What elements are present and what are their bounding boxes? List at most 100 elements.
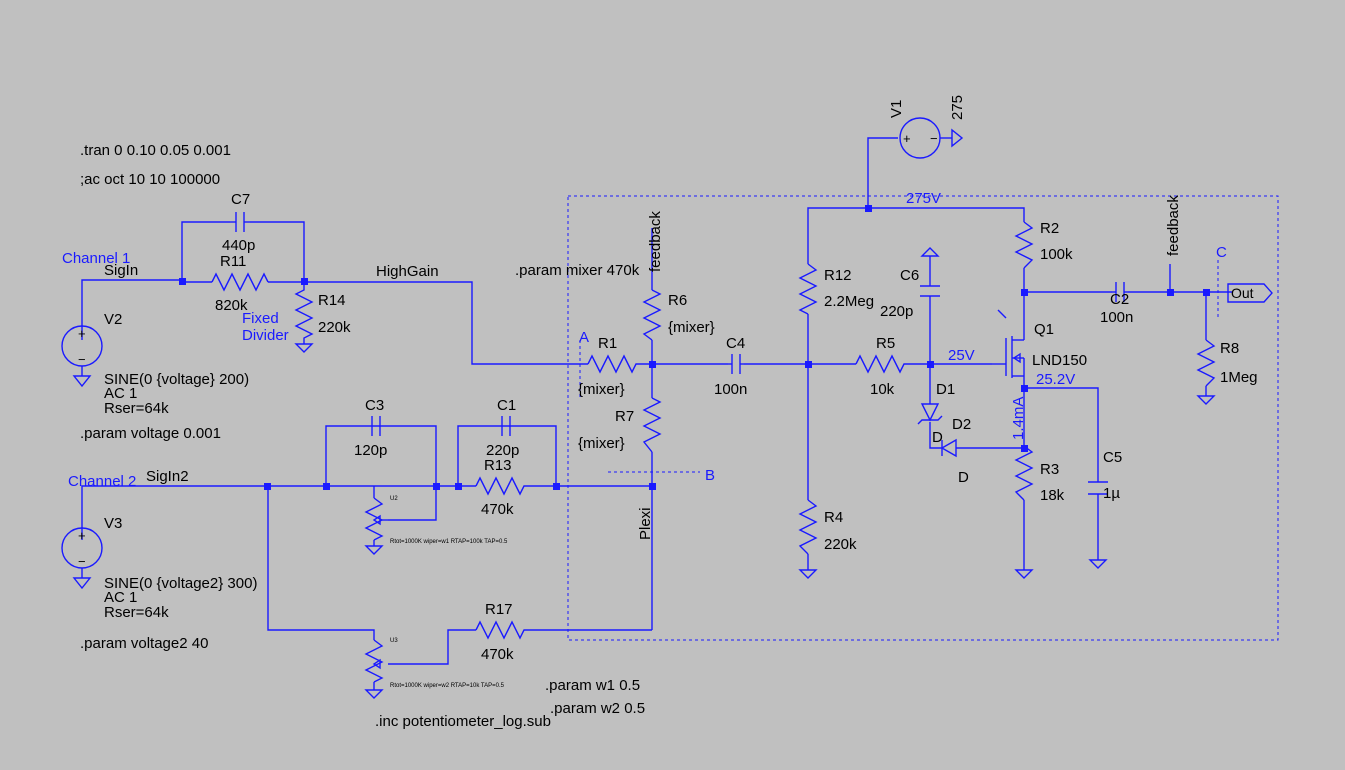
capacitor-c5[interactable]	[1088, 481, 1108, 569]
v25-note: 25V	[948, 347, 975, 364]
r6-name: R6	[668, 292, 687, 309]
point-a-note: A	[579, 329, 589, 346]
c7-value: 440p	[222, 237, 255, 254]
c1-value: 220p	[486, 442, 519, 459]
stage-boundary-box	[567, 195, 1279, 641]
svg-text:−: −	[78, 554, 86, 569]
r8-value: 1Meg	[1220, 369, 1258, 386]
resistor-r6[interactable]	[642, 289, 662, 341]
c2-value: 100n	[1100, 309, 1133, 326]
r14-value: 220k	[318, 319, 351, 336]
voltage-source-v3[interactable]: + −	[61, 527, 103, 590]
capacitor-c2[interactable]	[1112, 282, 1128, 302]
point-c-note: C	[1216, 244, 1227, 261]
out-port-label: Out	[1231, 285, 1254, 301]
r13-name: R13	[484, 457, 512, 474]
resistor-r17[interactable]	[475, 620, 526, 640]
r14-name: R14	[318, 292, 346, 309]
svg-text:+: +	[903, 131, 911, 146]
ac-directive[interactable]: ;ac oct 10 10 100000	[80, 171, 220, 188]
resistor-r1[interactable]	[587, 354, 638, 374]
net-sigin2: SigIn2	[146, 468, 189, 485]
r11-name: R11	[220, 253, 246, 270]
net-feedback-2: feedback	[1165, 195, 1182, 256]
r12-name: R12	[824, 267, 852, 284]
r1-value: {mixer}	[578, 381, 625, 398]
resistor-r8[interactable]	[1196, 339, 1216, 405]
capacitor-c3[interactable]	[371, 416, 381, 436]
capacitor-c1[interactable]	[501, 416, 511, 436]
potentiometer-u2[interactable]	[364, 497, 388, 555]
r8-name: R8	[1220, 340, 1239, 357]
c6-name: C6	[900, 267, 919, 284]
r17-name: R17	[485, 601, 513, 618]
param-w1-directive[interactable]: .param w1 0.5	[545, 677, 640, 694]
c5-value: 1µ	[1103, 485, 1120, 502]
resistor-r5[interactable]	[855, 354, 906, 374]
u2-value: Rtot=1000K wiper=w1 RTAP=100k TAP=0.5	[390, 539, 508, 545]
d2-name: D2	[952, 416, 971, 433]
param-w2-directive[interactable]: .param w2 0.5	[550, 700, 645, 717]
diode-d1[interactable]	[917, 403, 943, 425]
r2-value: 100k	[1040, 246, 1073, 263]
r11-value: 820k	[215, 297, 248, 314]
resistor-r12[interactable]	[798, 263, 818, 315]
channel1-note: Channel 1	[62, 250, 130, 267]
param-voltage2-directive[interactable]: .param voltage2 40	[80, 635, 208, 652]
svg-text:−: −	[78, 352, 86, 367]
r3-value: 18k	[1040, 487, 1065, 504]
c5-name: C5	[1103, 449, 1122, 466]
tran-directive[interactable]: .tran 0 0.10 0.05 0.001	[80, 142, 231, 159]
resistor-r14[interactable]	[294, 282, 314, 353]
d2-value: D	[958, 469, 969, 486]
divider-note: Divider	[242, 327, 289, 344]
u3-name: U3	[390, 638, 398, 644]
output-port[interactable]: Out	[1227, 283, 1273, 303]
diode-d2[interactable]	[940, 438, 957, 458]
c1-name: C1	[497, 397, 516, 414]
voltage-source-v1[interactable]: + −	[899, 117, 964, 159]
r17-value: 470k	[481, 646, 514, 663]
r5-value: 10k	[870, 381, 895, 398]
mosfet-q1[interactable]	[997, 309, 1025, 378]
param-mixer-directive[interactable]: .param mixer 470k	[515, 262, 640, 279]
current-note: 1.4mA	[1010, 397, 1027, 440]
v3-name: V3	[104, 515, 122, 532]
inc-directive[interactable]: .inc potentiometer_log.sub	[375, 713, 551, 730]
svg-text:+: +	[78, 326, 86, 341]
resistor-r11[interactable]	[211, 272, 269, 292]
v3-ac: AC 1	[104, 589, 137, 606]
net-sigin: SigIn	[104, 262, 138, 279]
capacitor-c4[interactable]	[728, 354, 744, 374]
resistor-r4[interactable]	[798, 499, 818, 579]
c4-value: 100n	[714, 381, 747, 398]
voltage-source-v2[interactable]: + −	[61, 325, 103, 388]
r12-value: 2.2Meg	[824, 293, 874, 310]
v1-value: 275	[949, 95, 966, 120]
v2-rser: Rser=64k	[104, 400, 169, 417]
q1-value: LND150	[1032, 352, 1087, 369]
r2-name: R2	[1040, 220, 1059, 237]
r4-name: R4	[824, 509, 843, 526]
resistor-r7[interactable]	[642, 397, 662, 453]
r6-value: {mixer}	[668, 319, 715, 336]
d1-value: D	[932, 429, 943, 446]
capacitor-c7[interactable]	[230, 212, 250, 232]
potentiometer-u3[interactable]	[364, 639, 384, 699]
d1-name: D1	[936, 381, 955, 398]
r1-name: R1	[598, 335, 617, 352]
net-highgain: HighGain	[376, 263, 439, 280]
resistor-r3[interactable]	[1014, 445, 1034, 579]
c3-value: 120p	[354, 442, 387, 459]
param-voltage-directive[interactable]: .param voltage 0.001	[80, 425, 221, 442]
resistor-r13[interactable]	[475, 476, 526, 496]
channel2-note: Channel 2	[68, 473, 136, 490]
capacitor-c6[interactable]	[920, 247, 940, 297]
r3-name: R3	[1040, 461, 1059, 478]
c6-value: 220p	[880, 303, 913, 320]
resistor-r2[interactable]	[1014, 221, 1034, 269]
r5-name: R5	[876, 335, 895, 352]
r7-value: {mixer}	[578, 435, 625, 452]
v1-name: V1	[888, 100, 905, 118]
